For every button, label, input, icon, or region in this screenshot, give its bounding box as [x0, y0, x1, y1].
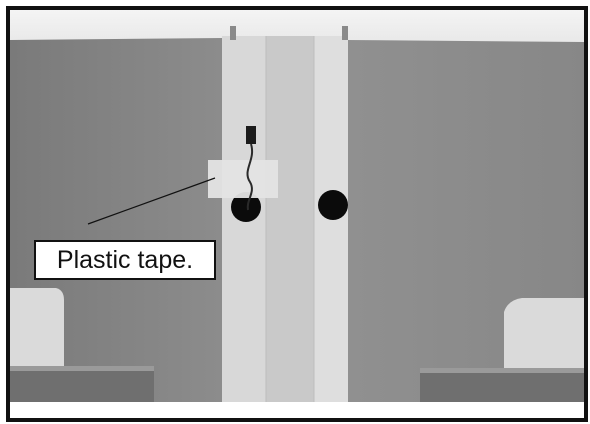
- servo-hole-left: [231, 192, 261, 222]
- alignment-pin-left: [230, 26, 236, 40]
- left-hinge-strip: [10, 366, 154, 402]
- photo-frame: Plastic tape.: [6, 6, 588, 422]
- alignment-pin-right: [342, 26, 348, 40]
- plastic-tape-callout: Plastic tape.: [34, 240, 216, 280]
- bottom-base: [10, 402, 584, 418]
- plastic-tape-patch: [208, 160, 278, 198]
- left-control-horn: [10, 288, 64, 370]
- servo-connector: [246, 126, 256, 144]
- right-hinge-strip: [420, 368, 584, 404]
- servo-wire: [246, 143, 254, 211]
- callout-leader-line: [87, 177, 216, 225]
- servo-hole-right: [318, 190, 348, 220]
- left-hinge-strip-top: [10, 366, 154, 371]
- wing-photo: [10, 10, 584, 418]
- right-control-horn: [504, 298, 584, 370]
- tape-strip-center: [266, 36, 314, 402]
- right-hinge-strip-top: [420, 368, 584, 373]
